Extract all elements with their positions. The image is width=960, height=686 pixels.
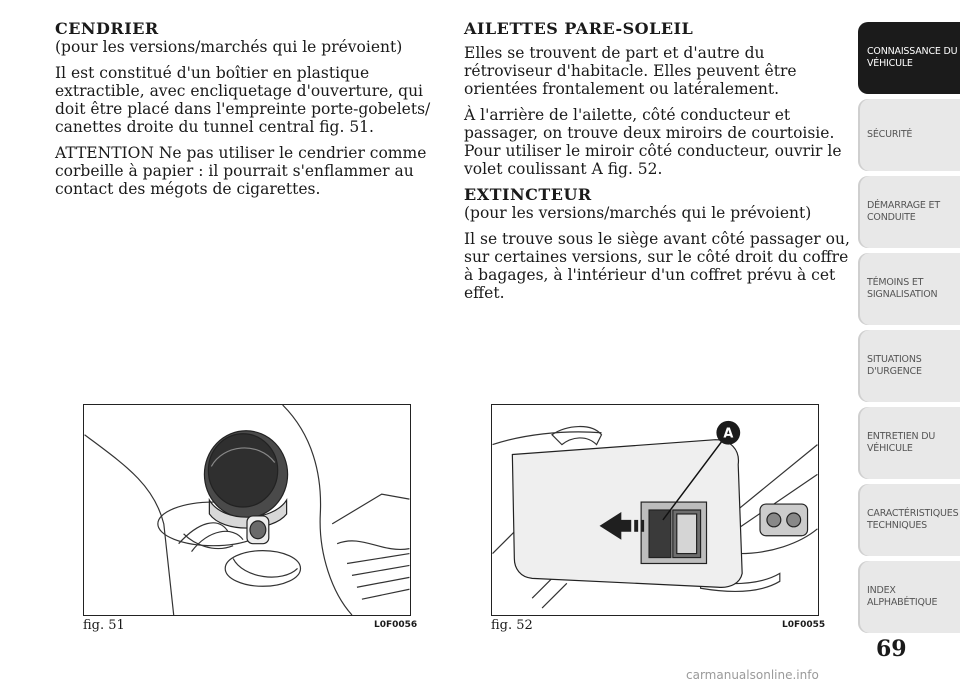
section-title-cendrier: CENDRIER [55, 19, 159, 38]
page-number: 69 [876, 636, 907, 662]
paragraph-cendrier-1: Il est constitué d'un boîtier en plastiq… [55, 64, 431, 136]
paragraph-ailettes-1: Elles se trouvent de part et d'autre du … [464, 44, 797, 98]
arrow-left-icon [599, 511, 645, 540]
sun-visor-illustration: A [492, 420, 818, 609]
right-column: AILETTES PARE-SOLEIL Elles se trouvent d… [464, 20, 850, 310]
tab-demarrage-et-conduite[interactable]: DÉMARRAGE ET CONDUITE [858, 176, 960, 248]
watermark: carmanualsonline.info [686, 668, 819, 682]
figure-52-code: L0F0055 [782, 620, 826, 630]
section-subtitle-cendrier: (pour les versions/marchés qui le prévoi… [55, 38, 403, 56]
tab-connaissance-du-vehicule[interactable]: CONNAISSANCE DU VÉHICULE [858, 22, 960, 94]
paragraph-ailettes-2: À l'arrière de l'ailette, côté conducteu… [464, 106, 842, 178]
tab-caracteristiques-techniques[interactable]: CARACTÉRISTIQUES TECHNIQUES [858, 484, 960, 556]
figure-51-code: L0F0056 [374, 620, 418, 630]
chapter-tabs: CONNAISSANCE DU VÉHICULE SÉCURITÉ DÉMARR… [858, 22, 960, 638]
figure-51-ashtray [83, 404, 411, 616]
paragraph-cendrier-warning: ATTENTION Ne pas utiliser le cendrier co… [55, 144, 427, 198]
marker-a-label: A [723, 427, 733, 442]
tab-securite[interactable]: SÉCURITÉ [858, 99, 960, 171]
tab-situations-d-urgence[interactable]: SITUATIONS D'URGENCE [858, 330, 960, 402]
figure-51-caption: fig. 51 [83, 618, 125, 633]
figure-52-caption: fig. 52 [491, 618, 533, 633]
tab-entretien-du-vehicule[interactable]: ENTRETIEN DU VÉHICULE [858, 407, 960, 479]
tab-index-alphabetique[interactable]: INDEX ALPHABÉTIQUE [858, 561, 960, 633]
section-title-extincteur: EXTINCTEUR [464, 185, 592, 204]
left-column: CENDRIER (pour les versions/marchés qui … [55, 20, 439, 206]
section-subtitle-extincteur: (pour les versions/marchés qui le prévoi… [464, 204, 812, 222]
figure-52-sun-visor: A [491, 404, 819, 616]
paragraph-extincteur: Il se trouve sous le siège avant côté pa… [464, 230, 850, 302]
section-title-ailettes: AILETTES PARE-SOLEIL [464, 19, 694, 38]
tab-temoins-et-signalisation[interactable]: TÉMOINS ET SIGNALISATION [858, 253, 960, 325]
marker-a-icon [716, 420, 741, 445]
ashtray-illustration [84, 405, 410, 615]
